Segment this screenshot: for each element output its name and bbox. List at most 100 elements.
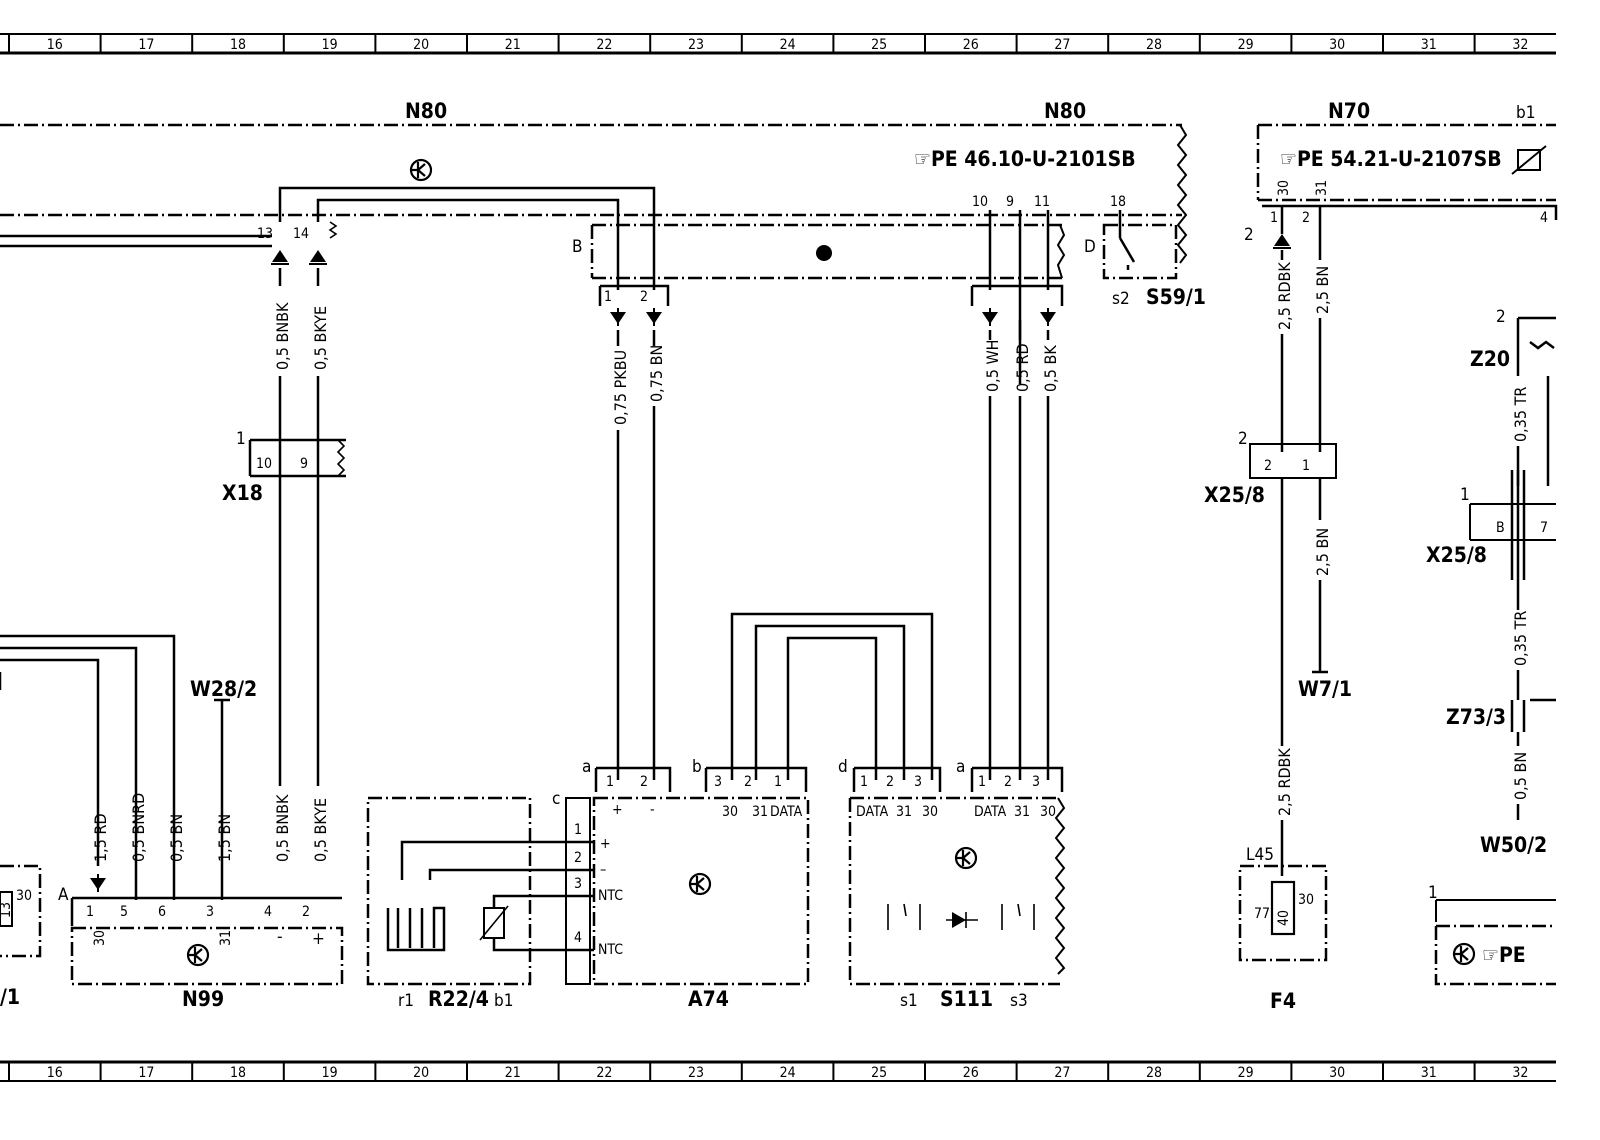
bottom-ruler-cell-label: 18 (230, 1065, 246, 1081)
a74-b-pin-1: 1 (774, 774, 782, 790)
top-ruler-cell-label: 24 (780, 37, 796, 53)
top-ruler-cell-label: 22 (596, 37, 612, 53)
top-ruler-cell-label: 20 (413, 37, 429, 53)
s111-d-30: 30 (922, 804, 938, 820)
a74-connector-a: a (582, 757, 591, 777)
top-ruler-cell-label: 32 (1512, 37, 1528, 53)
n99-pin-30: 30 (92, 930, 108, 946)
a74-connector-b: b (692, 757, 702, 777)
a74-pin-1: 1 (606, 774, 614, 790)
n99-pin-3: 3 (206, 904, 214, 920)
x25-8r-pin-1: 1 (1460, 485, 1470, 505)
n99-pin-31: 31 (218, 930, 234, 946)
a74-b-30: 30 (722, 804, 738, 820)
z20-pin-2: 2 (1496, 307, 1506, 327)
wire-label: 0,5 WH (983, 339, 1002, 392)
wire-label: 0,5 BKYE (311, 306, 330, 370)
n70-pin-30: 30 (1276, 180, 1292, 196)
wire-label: 2,5 RDBK (1275, 262, 1294, 330)
bottom-ruler-cell-label: 29 (1238, 1065, 1254, 1081)
s111-d-pin-1: 1 (860, 774, 868, 790)
a74-c-pin-4: 4 (574, 930, 582, 946)
x25-8r-pin-7: 7 (1540, 520, 1548, 536)
bottom-ruler-cell-label: 22 (596, 1065, 612, 1081)
pin-b1: 1 (604, 289, 612, 305)
ground-dot-icon (816, 245, 832, 261)
s3-label: s3 (1010, 991, 1028, 1011)
n70-label: N70 (1328, 99, 1370, 123)
wire-label: 0,5 BNBK (273, 794, 292, 862)
bottom-ruler-cell-label: 17 (138, 1065, 154, 1081)
bottom-ruler-cell-label: 20 (413, 1065, 429, 1081)
wire-label: 2,5 RDBK (1275, 748, 1294, 816)
s111-a-pin-3: 3 (1032, 774, 1040, 790)
l45-pin-77: 77 (1254, 906, 1270, 922)
s111-a-30: 30 (1040, 804, 1056, 820)
pin-14: 14 (293, 226, 309, 242)
left-wire-bundle: W28/2 1,5 RD 0,5 BNRD 0,5 BN 1,5 BN 0,5 … (0, 634, 330, 900)
s111-switch-block: d 1 2 3 a 1 2 3 DATA 31 30 DATA 31 30 s1… (838, 757, 1066, 1011)
s111-d-31: 31 (896, 804, 912, 820)
z73-3-label: Z73/3 (1446, 705, 1506, 729)
connector-arrow-icon (1272, 233, 1292, 249)
a74-label: A74 (688, 987, 729, 1011)
bottom-ruler-cell-label: 25 (871, 1065, 887, 1081)
a74-c-pin-2: 2 (574, 850, 582, 866)
f4-label: F4 (1270, 989, 1296, 1013)
a74-c-pin-1: 1 (574, 822, 582, 838)
b1-label: b1 (494, 991, 513, 1011)
wire-label: 1,5 BN (215, 814, 234, 862)
n70-pin-4: 4 (1540, 210, 1548, 226)
a74-c-plus: + (600, 836, 611, 852)
a74-b-pin-3: 3 (714, 774, 722, 790)
connector-d-label: D (1084, 237, 1096, 257)
ground-icon-n80 (409, 158, 433, 182)
wire-label: 0,5 BKYE (311, 798, 330, 862)
bottom-ruler-cell-label: 23 (688, 1065, 704, 1081)
bottom-ruler-cell-label: 26 (963, 1065, 979, 1081)
bottom-ruler-cell-label: 28 (1146, 1065, 1162, 1081)
a74-c-ntc-1: NTC (598, 888, 623, 904)
x18-connector: 1 10 9 X18 (222, 429, 346, 786)
n80-module: N80 N80 ☞PE 46.10-U-2101SB (0, 99, 1188, 264)
bottom-ruler-cell-label: 16 (47, 1065, 63, 1081)
s111-d-data: DATA (856, 804, 889, 820)
n80-internal-wiring: 13 14 10 9 11 18 (0, 186, 1126, 290)
n80-left-label: N80 (405, 99, 447, 123)
n70-module: N70 b1 ☞PE 54.21-U-2107SB 30 31 1 2 4 2 … (1244, 99, 1558, 452)
l45-pin-30: 30 (1298, 892, 1314, 908)
w50-2-label: W50/2 (1480, 833, 1547, 857)
n99-plus: + (312, 929, 325, 949)
s59-1-label: S59/1 (1146, 285, 1206, 309)
x25-8-connector-left: 2 2 1 X25/8 2,5 BN W7/1 2,5 RDBK (1204, 429, 1352, 876)
n99-pin-6: 6 (158, 904, 166, 920)
n70-pin-2: 2 (1302, 210, 1310, 226)
top-ruler-cell-label: 27 (1054, 37, 1070, 53)
w7-1-label: W7/1 (1298, 677, 1352, 701)
bottom-ruler-cell-label: 30 (1329, 1065, 1345, 1081)
x25-8-left-label: X25/8 (1204, 483, 1265, 507)
s111-label: S111 (940, 987, 993, 1011)
r22-4-component: r1 R22/4 b1 (366, 796, 594, 1011)
z20-label: Z20 (1470, 347, 1510, 371)
left-pin-13: 13 (0, 902, 14, 918)
top-ruler-cell-label: 29 (1238, 37, 1254, 53)
s111-d-pin-3: 3 (914, 774, 922, 790)
a74-pin-2: 2 (640, 774, 648, 790)
connector-arrow-icon (1039, 307, 1057, 327)
x25-8r-pin-b: B (1496, 520, 1505, 536)
bottom-ruler-cell-label: 21 (505, 1065, 521, 1081)
right-edge-components: 2 Z20 0,35 TR 1 B 7 X25/8 0,35 TR Z73/3 … (1426, 307, 1556, 986)
bottom-ruler-cell-label: 24 (780, 1065, 796, 1081)
pin-13: 13 (257, 226, 273, 242)
a74-minus: - (650, 802, 655, 818)
s111-connector-a: a (956, 757, 965, 777)
ground-icon-n99 (186, 943, 210, 967)
top-ruler-cell-label: 30 (1329, 37, 1345, 53)
s1-label: s1 (900, 991, 918, 1011)
n70-side-pin-2: 2 (1244, 225, 1254, 245)
x25-8-pin-1: 1 (1302, 458, 1310, 474)
x18-pin-10: 10 (256, 456, 272, 472)
x25-8-pin-2-outer: 2 (1238, 429, 1248, 449)
s111-a-31: 31 (1014, 804, 1030, 820)
